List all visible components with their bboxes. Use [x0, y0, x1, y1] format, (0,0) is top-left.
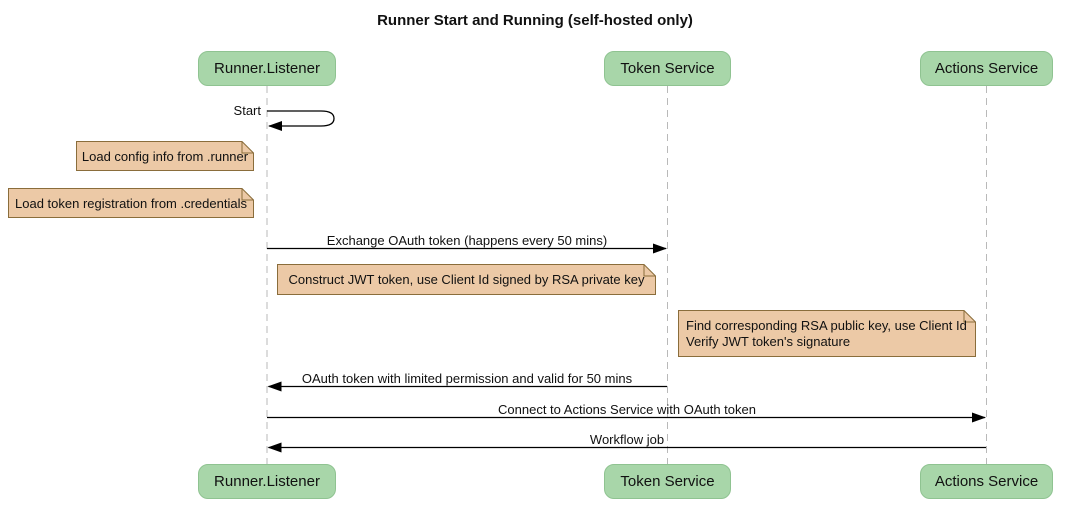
note-text: Construct JWT token, use Client Id signe…: [288, 272, 645, 287]
note-text: Load config info from .runner: [81, 148, 249, 164]
message-label-oauth-token-return: OAuth token with limited permission and …: [301, 371, 633, 386]
note-construct-jwt: Construct JWT token, use Client Id signe…: [277, 264, 656, 295]
note-verify-jwt: Find corresponding RSA public key, use C…: [678, 310, 976, 357]
message-label-workflow-job: Workflow job: [589, 432, 665, 447]
note-shape: [277, 264, 656, 295]
note-text-line: Verify JWT token's signature: [686, 333, 851, 349]
note-fold-icon: [241, 188, 254, 201]
actor-top-token-service: Token Service: [604, 51, 731, 86]
actor-top-runner-listener: Runner.Listener: [198, 51, 336, 86]
actor-bottom-runner-listener: Runner.Listener: [198, 464, 336, 499]
note-load-token-registration: Load token registration from .credential…: [8, 188, 254, 218]
note-text-line: Find corresponding RSA public key, use C…: [686, 317, 967, 333]
message-self-loop-start: [267, 110, 335, 131]
note-shape: [76, 141, 254, 171]
note-fold-icon: [643, 264, 656, 277]
note-text: Load token registration from .credential…: [15, 195, 247, 211]
note-load-config: Load config info from .runner: [76, 141, 254, 171]
message-label-exchange-oauth: Exchange OAuth token (happens every 50 m…: [326, 233, 608, 248]
message-label-connect-actions: Connect to Actions Service with OAuth to…: [498, 402, 756, 417]
diagram-title: Runner Start and Running (self-hosted on…: [377, 12, 693, 29]
note-fold-icon: [241, 141, 254, 154]
note-shape: [678, 310, 976, 357]
note-text: Find corresponding RSA public key, use C…: [678, 310, 976, 357]
note-fold-icon: [963, 310, 976, 323]
actor-bottom-actions-service: Actions Service: [920, 464, 1053, 499]
actor-bottom-token-service: Token Service: [604, 464, 731, 499]
actor-top-actions-service: Actions Service: [920, 51, 1053, 86]
message-label-start: Start: [233, 103, 261, 118]
note-shape: [8, 188, 254, 218]
